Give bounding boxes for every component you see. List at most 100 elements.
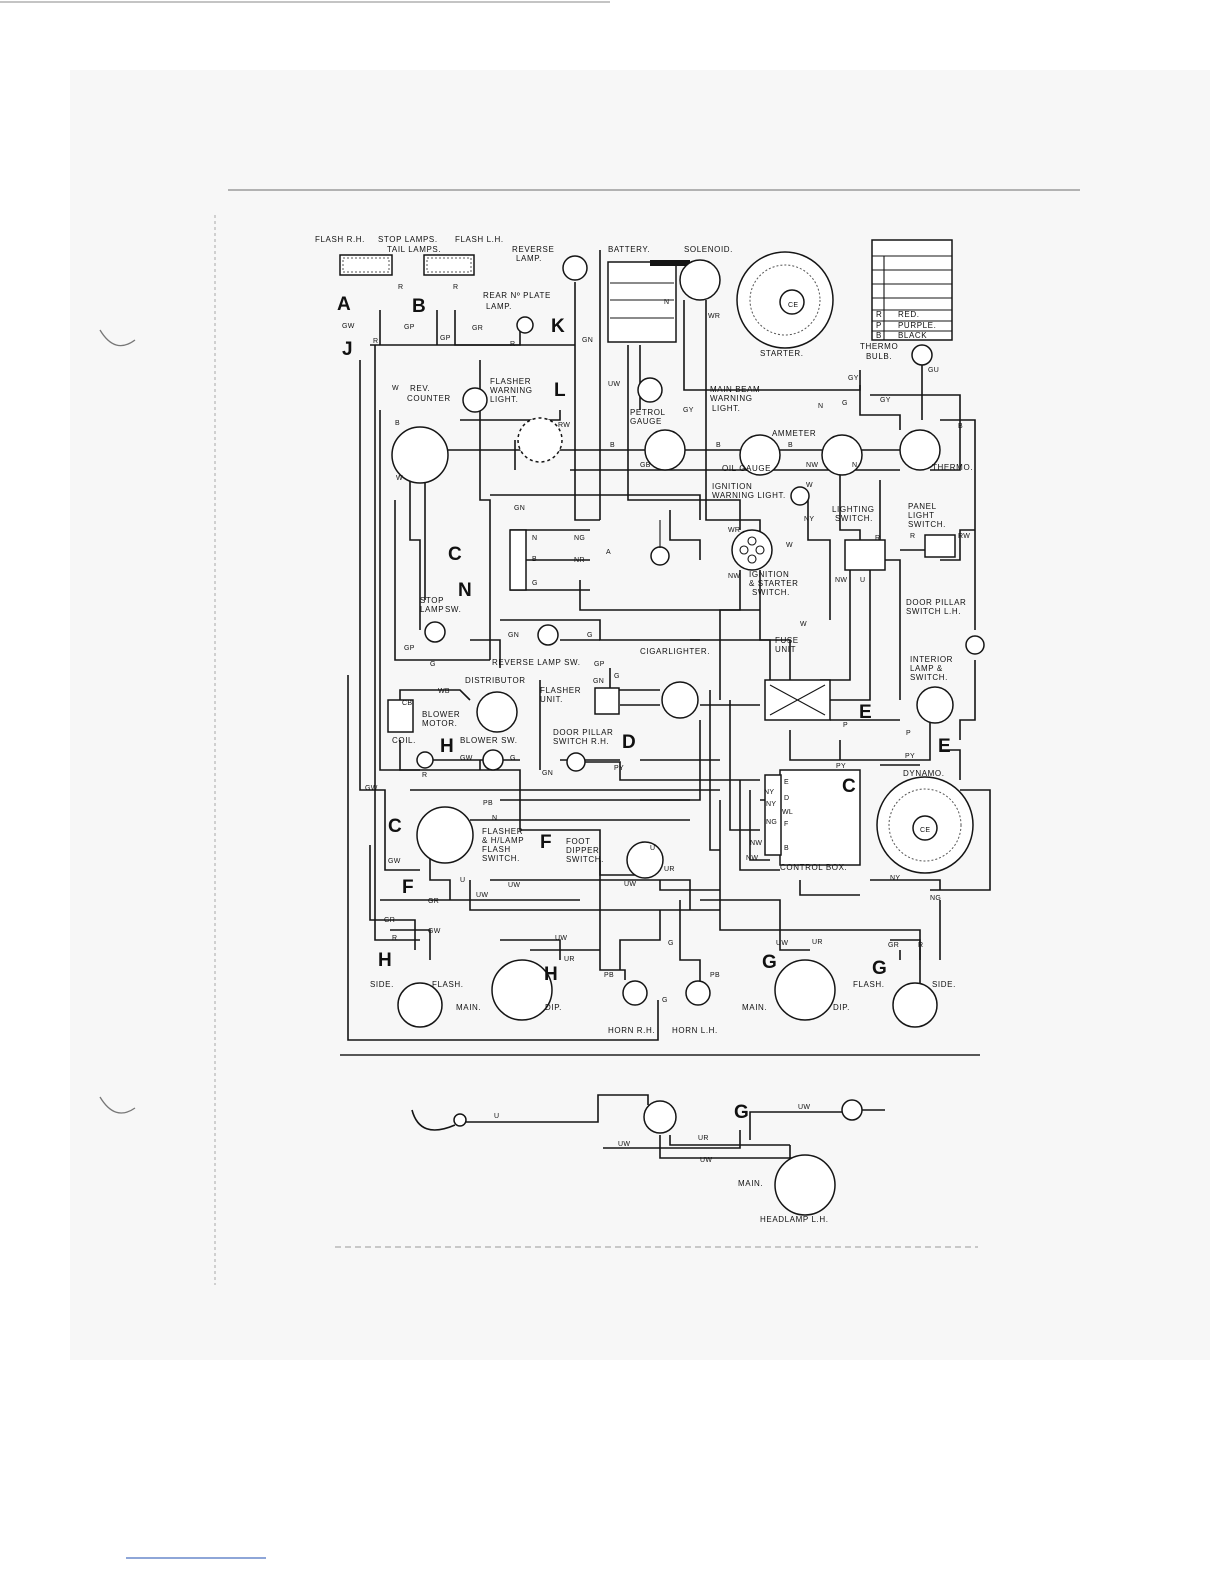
wire-code: PY bbox=[836, 763, 846, 770]
wire-code: G bbox=[510, 755, 516, 762]
wire-codes: GW GP GR R R R R GP GN N WR UW GY GY GY … bbox=[342, 284, 970, 1164]
wire-code: GN bbox=[542, 770, 553, 777]
label-fuse-unit-1: FUSE bbox=[775, 636, 799, 645]
wire-code: NY bbox=[804, 516, 814, 523]
wire-code: P bbox=[906, 730, 911, 737]
label-horn-rh: HORN R.H. bbox=[608, 1026, 655, 1035]
label-cigarlighter: CIGARLIGHTER. bbox=[640, 647, 710, 656]
label-ammeter: AMMETER bbox=[772, 429, 816, 438]
wire-code: F bbox=[784, 821, 789, 828]
wire-code: W bbox=[806, 482, 813, 489]
label-flasher-unit-1: FLASHER bbox=[540, 686, 581, 695]
wire-code: WR bbox=[728, 527, 740, 534]
label-blower-motor-2: MOTOR. bbox=[422, 719, 457, 728]
wire-code: UW bbox=[555, 935, 567, 942]
label-distributor: DISTRIBUTOR bbox=[465, 676, 526, 685]
wire-code: UR bbox=[812, 939, 823, 946]
label-main-beam-1: MAIN BEAM bbox=[710, 385, 760, 394]
wire-code: PY bbox=[614, 765, 624, 772]
label-flasher-warning-2: WARNING bbox=[490, 386, 533, 395]
label-ignition-warning-2: WARNING LIGHT. bbox=[712, 491, 786, 500]
connector-c-right: C bbox=[842, 776, 856, 797]
wire-code: R bbox=[422, 772, 427, 779]
wire-code: G bbox=[662, 997, 668, 1004]
label-rev-counter-1: REV. bbox=[410, 384, 430, 393]
label-reverse-lamp-sw: REVERSE LAMP SW. bbox=[492, 658, 581, 667]
wire-code: N bbox=[664, 299, 669, 306]
connector-f-left: F bbox=[402, 877, 414, 898]
wire-code: NG bbox=[766, 819, 777, 826]
label-blower-motor-1: BLOWER bbox=[422, 710, 460, 719]
wire-code: U bbox=[494, 1113, 499, 1120]
label-starter: STARTER. bbox=[760, 349, 804, 358]
label-door-pillar-rh-2: SWITCH R.H. bbox=[553, 737, 609, 746]
label-flash-switch-4: SWITCH. bbox=[482, 854, 520, 863]
wire-code: R bbox=[398, 284, 403, 291]
wire-code: G bbox=[668, 940, 674, 947]
headlamp-inset bbox=[411, 1094, 885, 1216]
label-interior-lamp-2: LAMP & bbox=[910, 664, 943, 673]
wire-code: PB bbox=[483, 800, 493, 807]
label-dip-right: DIP. bbox=[833, 1003, 850, 1012]
legend-code-black: B bbox=[876, 331, 882, 340]
legend-name-purple: PURPLE. bbox=[898, 321, 936, 330]
connector-a: A bbox=[337, 294, 351, 315]
label-ign-starter-3: SWITCH. bbox=[752, 588, 790, 597]
wire-code: CE bbox=[920, 827, 930, 834]
label-lighting-switch-1: LIGHTING bbox=[832, 505, 875, 514]
wire-code: GY bbox=[683, 407, 694, 414]
wire-code: GB bbox=[640, 462, 651, 469]
wire-code: R bbox=[875, 535, 880, 542]
connector-h-mid: H bbox=[440, 736, 454, 757]
wire-code: NW bbox=[806, 462, 818, 469]
wire-code: U bbox=[460, 877, 465, 884]
label-interior-lamp-1: INTERIOR bbox=[910, 655, 953, 664]
wire-code: W bbox=[392, 385, 399, 392]
legend-code-red: R bbox=[876, 310, 882, 319]
label-main-inset: MAIN. bbox=[738, 1179, 763, 1188]
wire-code: UW bbox=[476, 892, 488, 899]
components bbox=[339, 239, 985, 1028]
wire-code: R bbox=[918, 942, 923, 949]
label-main-beam-2: WARNING bbox=[710, 394, 753, 403]
scan-marks bbox=[0, 1, 1080, 1559]
label-ignition-warning-1: IGNITION bbox=[712, 482, 752, 491]
label-panel-light-2: LIGHT bbox=[908, 511, 935, 520]
wire-code: E bbox=[784, 779, 789, 786]
label-petrol-gauge-2: GAUGE bbox=[630, 417, 662, 426]
wire-code: G bbox=[614, 673, 620, 680]
wire-code: G bbox=[842, 400, 848, 407]
wire-code: N bbox=[492, 815, 497, 822]
label-panel-light-3: SWITCH. bbox=[908, 520, 946, 529]
connector-letters: A B J K L C N D H E E C C F F H H G G G bbox=[337, 294, 951, 1123]
wire-code: UW bbox=[608, 381, 620, 388]
label-interior-lamp-3: SWITCH. bbox=[910, 673, 948, 682]
wire-code: WB bbox=[438, 688, 450, 695]
wire-code: NG bbox=[574, 535, 585, 542]
connector-c-top: C bbox=[448, 544, 462, 565]
wire-code: NW bbox=[746, 855, 758, 862]
wire-code: D bbox=[784, 795, 789, 802]
label-tail-lamps: TAIL LAMPS. bbox=[387, 245, 441, 254]
wire-code: G bbox=[587, 632, 593, 639]
wiring-harness bbox=[347, 250, 991, 1041]
wire-code: UR bbox=[698, 1135, 709, 1142]
wire-code: UW bbox=[508, 882, 520, 889]
label-dynamo: DYNAMO. bbox=[903, 769, 945, 778]
wire-code: R bbox=[453, 284, 458, 291]
label-flash-switch-3: FLASH bbox=[482, 845, 511, 854]
wire-code: GW bbox=[460, 755, 473, 762]
label-flasher-unit-2: UNIT. bbox=[540, 695, 563, 704]
wire-code: CB bbox=[402, 700, 412, 707]
wire-code: RW bbox=[958, 533, 970, 540]
wire-code: GP bbox=[440, 335, 451, 342]
label-coil: COIL. bbox=[392, 736, 416, 745]
connector-l: L bbox=[554, 380, 566, 401]
label-dip-left: DIP. bbox=[545, 1003, 562, 1012]
label-ign-starter-1: IGNITION bbox=[749, 570, 789, 579]
wire-code: GU bbox=[928, 367, 939, 374]
label-fuse-unit-2: UNIT bbox=[775, 645, 796, 654]
legend-name-black: BLACK bbox=[898, 331, 927, 340]
wire-code: W bbox=[800, 621, 807, 628]
